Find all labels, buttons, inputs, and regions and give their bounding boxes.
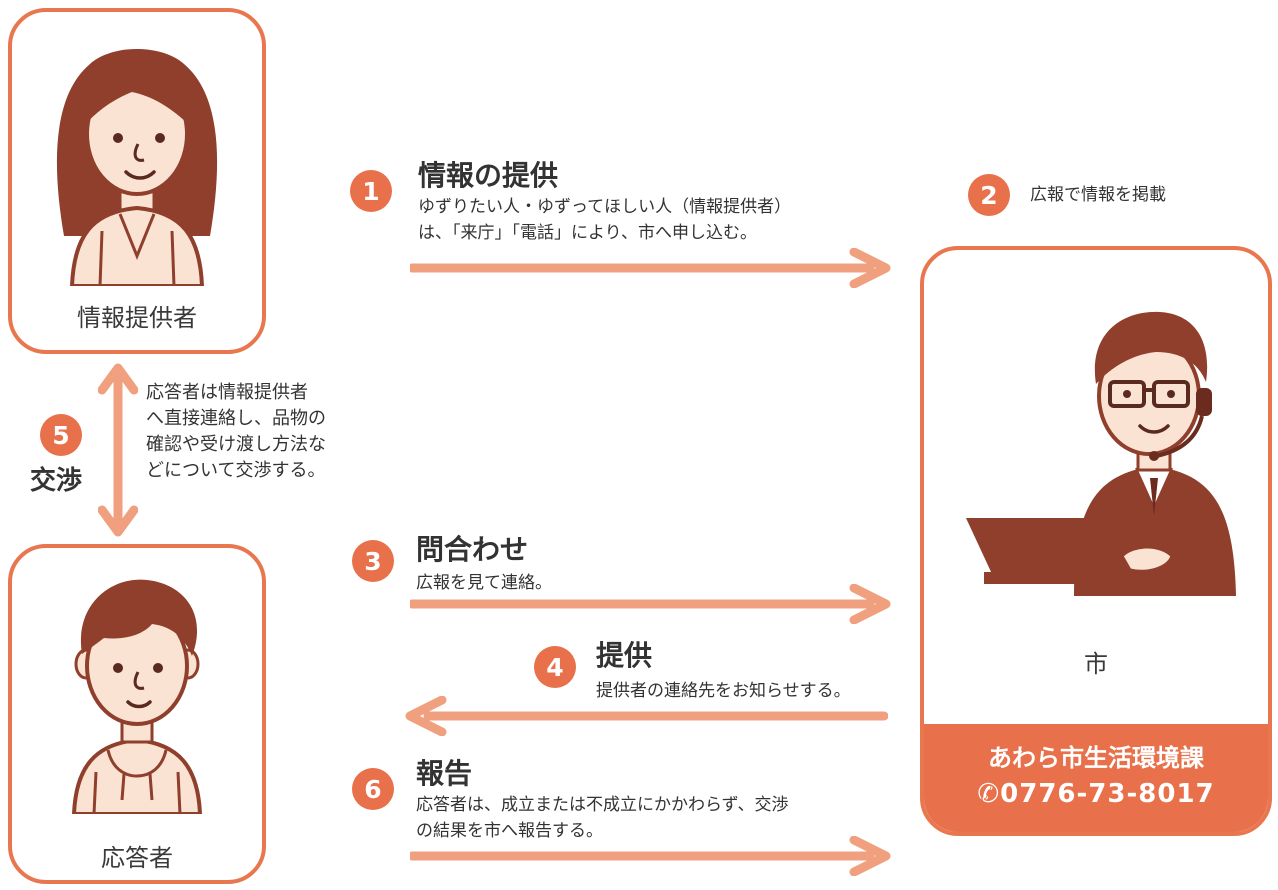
step-2-title: 広報で情報を掲載 xyxy=(1030,185,1166,205)
step-1-description: ゆずりたい人・ゆずってほしい人（情報提供者） は、「来庁」「電話」により、市へ申… xyxy=(418,194,791,247)
young-man-icon xyxy=(71,579,203,814)
step-6-description: 応答者は、成立または不成立にかかわらず、交渉 の結果を市へ報告する。 xyxy=(416,792,788,845)
step-5-description: 応答者は情報提供者 へ直接連絡し、品物の 確認や受け渡し方法な どについて交渉す… xyxy=(146,380,326,484)
step-5-description-line: どについて交渉する。 xyxy=(146,460,326,482)
phone-icon: ✆ xyxy=(977,779,1001,809)
step-6-description-line: の結果を市へ報告する。 xyxy=(416,821,603,842)
step-4-title: 提供 xyxy=(596,639,653,672)
arrow-left-step-4 xyxy=(405,696,888,736)
arrow-right-step-6 xyxy=(410,836,891,876)
city-box: 市 あわら市生活環境課 ✆0776-73-8017 xyxy=(920,246,1272,836)
city-label: 市 xyxy=(1084,650,1108,678)
step-5-description-line: 確認や受け渡し方法な xyxy=(146,434,326,456)
city-phone-number: 0776-73-8017 xyxy=(1000,779,1215,809)
step-4-description: 提供者の連絡先をお知らせする。 xyxy=(596,681,851,701)
step-3-title: 問合わせ xyxy=(416,533,529,566)
arrow-vertical-step-5 xyxy=(98,363,138,537)
step-5-description-line: へ直接連絡し、品物の xyxy=(146,408,326,430)
operator-icon xyxy=(966,311,1236,596)
step-1-title: 情報の提供 xyxy=(418,159,559,192)
step-6-number: 6 xyxy=(352,768,394,810)
step-5-title: 交渉 xyxy=(30,466,83,496)
step-6-description-line: 応答者は、成立または不成立にかかわらず、交渉 xyxy=(416,795,789,815)
responder-box: 応答者 xyxy=(8,544,266,884)
provider-label: 情報提供者 xyxy=(77,304,197,332)
city-contact: あわら市生活環境課 ✆0776-73-8017 xyxy=(924,724,1268,832)
step-1-description-line: ゆずりたい人・ゆずってほしい人（情報提供者） xyxy=(418,197,792,217)
arrow-right-step-1 xyxy=(410,248,891,288)
step-4-number: 4 xyxy=(534,646,576,688)
woman-icon xyxy=(56,49,218,286)
step-1-number: 1 xyxy=(350,170,392,212)
step-6-title: 報告 xyxy=(416,757,473,790)
city-phone: ✆0776-73-8017 xyxy=(924,779,1268,809)
step-2-number: 2 xyxy=(968,174,1010,216)
step-1-description-line: は、「来庁」「電話」により、市へ申し込む。 xyxy=(418,223,757,244)
provider-box: 情報提供者 xyxy=(8,8,266,354)
step-3-number: 3 xyxy=(352,540,394,582)
step-3-description: 広報を見て連絡。 xyxy=(416,573,552,593)
responder-label: 応答者 xyxy=(101,844,173,872)
city-department: あわら市生活環境課 xyxy=(988,744,1204,772)
step-5-number: 5 xyxy=(40,414,82,456)
step-5-description-line: 応答者は情報提供者 xyxy=(146,382,308,403)
arrow-right-step-3 xyxy=(410,584,891,624)
